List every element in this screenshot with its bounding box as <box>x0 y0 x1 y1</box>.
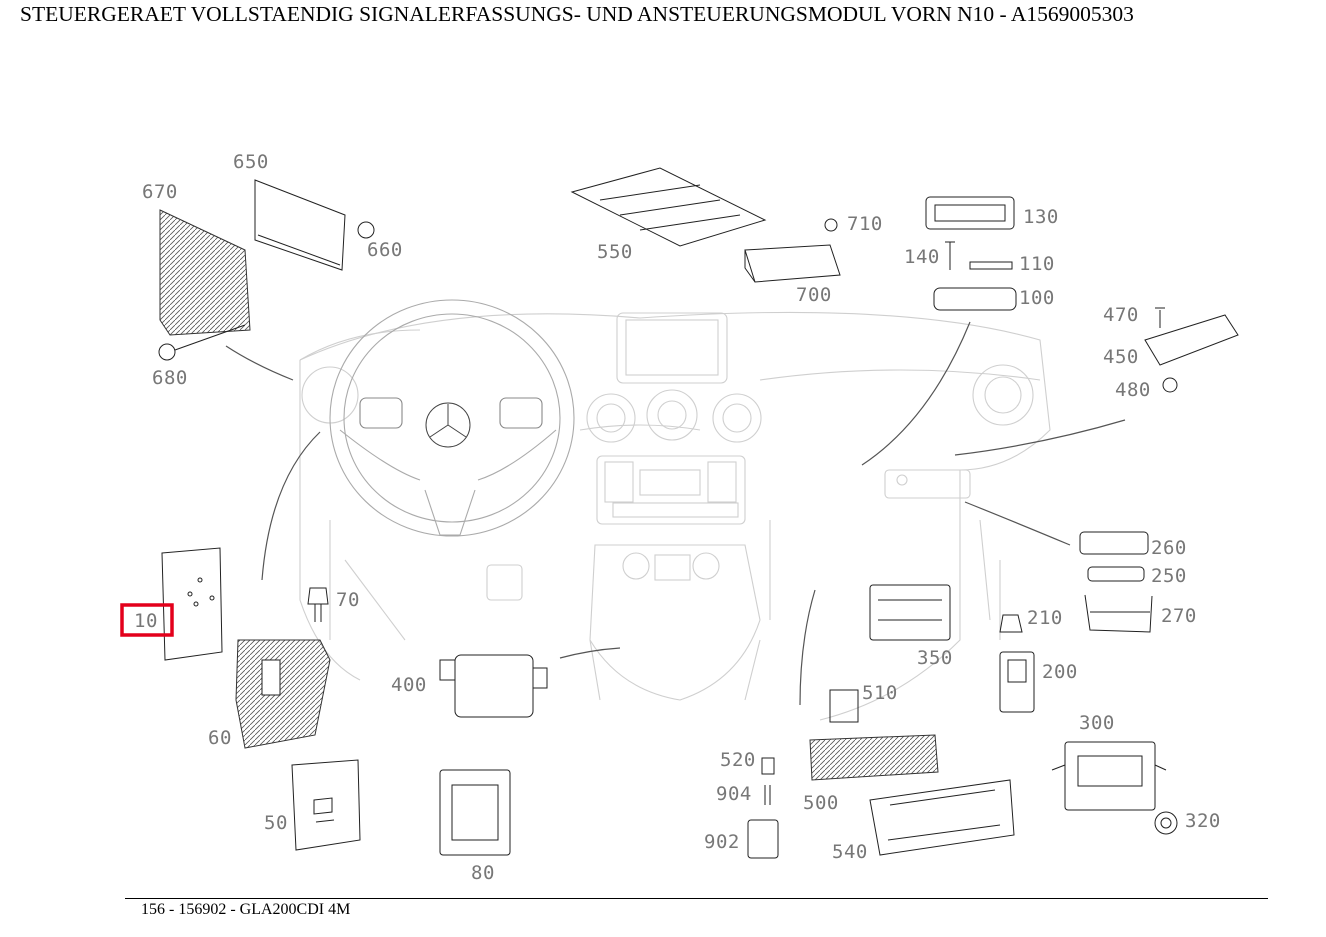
label-510: 510 <box>862 682 898 704</box>
part-60[interactable] <box>235 639 331 749</box>
part-540[interactable] <box>869 779 1015 856</box>
part-250[interactable] <box>1087 566 1145 582</box>
part-450[interactable] <box>1144 307 1239 393</box>
label-300: 300 <box>1079 712 1115 734</box>
part-260[interactable] <box>1079 531 1149 555</box>
part-200[interactable] <box>999 651 1035 713</box>
label-540: 540 <box>832 841 868 863</box>
page-title: STEUERGERAET VOLLSTAENDIG SIGNALERFASSUN… <box>20 2 1134 26</box>
label-110: 110 <box>1019 253 1055 275</box>
steering-wheel <box>329 299 575 537</box>
part-320[interactable] <box>1154 811 1178 835</box>
label-250: 250 <box>1151 565 1187 587</box>
part-270[interactable] <box>1084 594 1153 633</box>
label-904: 904 <box>716 783 752 805</box>
label-660: 660 <box>367 239 403 261</box>
label-80: 80 <box>471 862 495 884</box>
part-labels: 650 670 660 680 550 710 700 130 140 110 … <box>134 151 1221 884</box>
part-100[interactable] <box>933 287 1017 311</box>
part-130[interactable] <box>925 196 1015 230</box>
part-680[interactable] <box>158 324 246 361</box>
part-520[interactable] <box>761 757 775 775</box>
label-270: 270 <box>1161 605 1197 627</box>
label-140: 140 <box>904 246 940 268</box>
footer-rule <box>125 898 1268 899</box>
label-210: 210 <box>1027 607 1063 629</box>
leader-arrows <box>225 321 1126 706</box>
label-320: 320 <box>1185 810 1221 832</box>
label-100: 100 <box>1019 287 1055 309</box>
label-450: 450 <box>1103 346 1139 368</box>
part-650[interactable] <box>254 179 375 271</box>
label-200: 200 <box>1042 661 1078 683</box>
label-650: 650 <box>233 151 269 173</box>
label-680: 680 <box>152 367 188 389</box>
part-80[interactable] <box>439 769 511 856</box>
label-500: 500 <box>803 792 839 814</box>
dashboard-outline <box>299 311 1051 721</box>
label-902: 902 <box>704 831 740 853</box>
label-260: 260 <box>1151 537 1187 559</box>
part-110[interactable] <box>969 261 1013 270</box>
part-140[interactable] <box>945 241 955 270</box>
label-10: 10 <box>134 610 158 632</box>
label-480: 480 <box>1115 379 1151 401</box>
label-710: 710 <box>847 213 883 235</box>
part-10[interactable] <box>161 547 223 661</box>
label-470: 470 <box>1103 304 1139 326</box>
label-700: 700 <box>796 284 832 306</box>
label-130: 130 <box>1023 206 1059 228</box>
part-904[interactable] <box>764 785 771 805</box>
part-400[interactable] <box>439 654 548 718</box>
label-670: 670 <box>142 181 178 203</box>
label-550: 550 <box>597 241 633 263</box>
part-550[interactable] <box>570 167 767 247</box>
part-700[interactable] <box>744 218 841 283</box>
part-70[interactable] <box>307 587 329 622</box>
part-670[interactable] <box>159 209 251 336</box>
part-300[interactable] <box>1051 741 1167 811</box>
footer-text: 156 - 156902 - GLA200CDI 4M <box>141 901 351 918</box>
label-60: 60 <box>208 727 232 749</box>
highlight-box <box>120 603 174 637</box>
label-400: 400 <box>391 674 427 696</box>
part-902[interactable] <box>747 819 779 859</box>
part-350[interactable] <box>869 584 951 641</box>
part-50[interactable] <box>291 759 361 851</box>
part-210[interactable] <box>999 614 1023 633</box>
label-350: 350 <box>917 647 953 669</box>
label-50: 50 <box>264 812 288 834</box>
label-70: 70 <box>336 589 360 611</box>
part-510[interactable] <box>829 689 859 723</box>
label-520: 520 <box>720 749 756 771</box>
part-500[interactable] <box>809 734 939 781</box>
